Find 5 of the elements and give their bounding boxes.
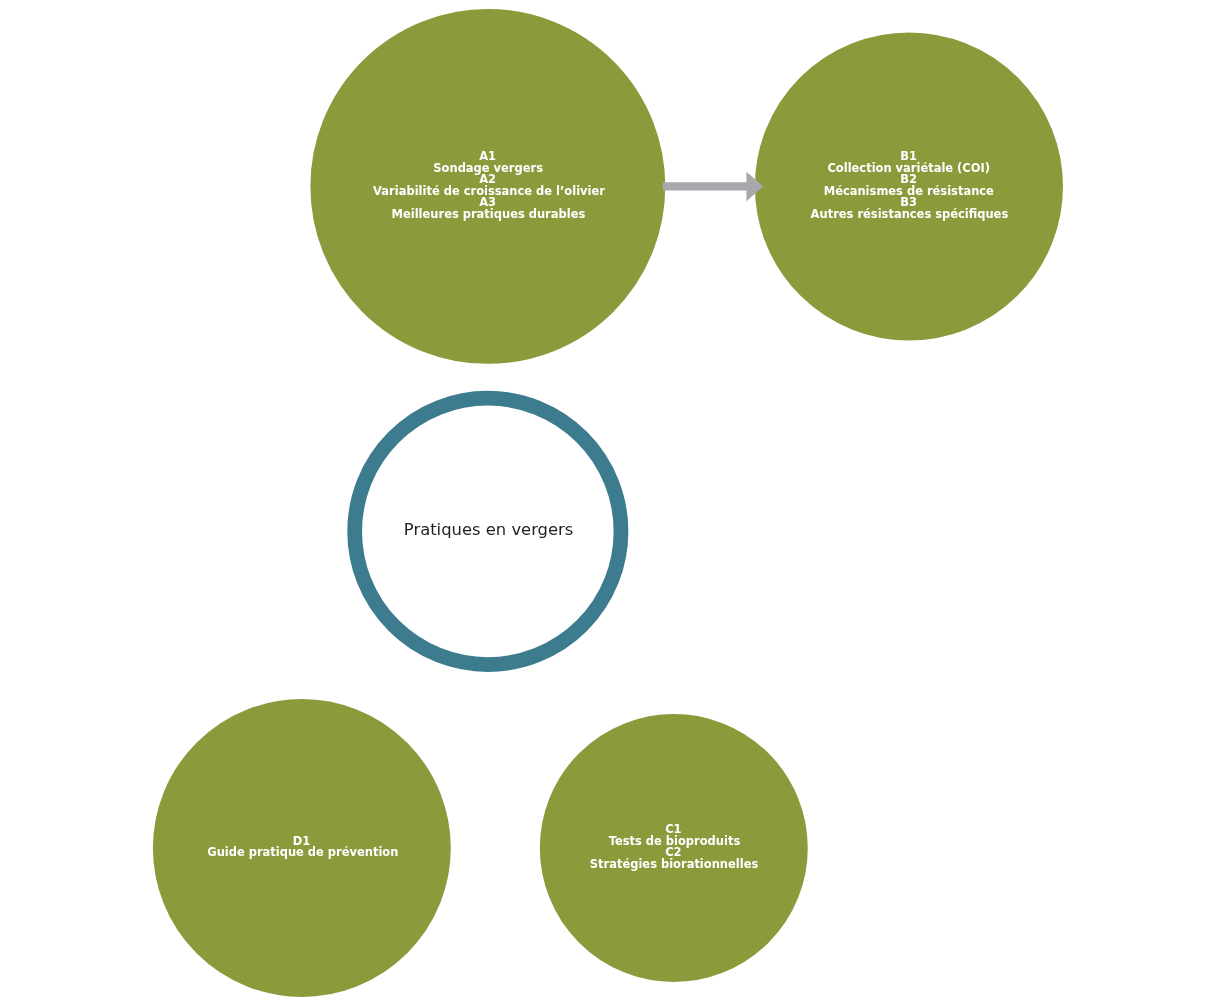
node-circle: A1 Sondage vergers A2 Variabilité de croissance de l’olivier A3 Meilleures pratiques durables [310,8,666,364]
node-circle: D1 Guide pratique de prévention [152,699,451,997]
node-circle: C1 Tests de bioproduits C2 Stratégies biorationnelles [539,714,808,982]
arrow [662,171,764,202]
node-circle: B1 Collection variétale (COI) B2 Mécanismes de résistance B3 Autres résistances spécifiques [754,32,1063,341]
